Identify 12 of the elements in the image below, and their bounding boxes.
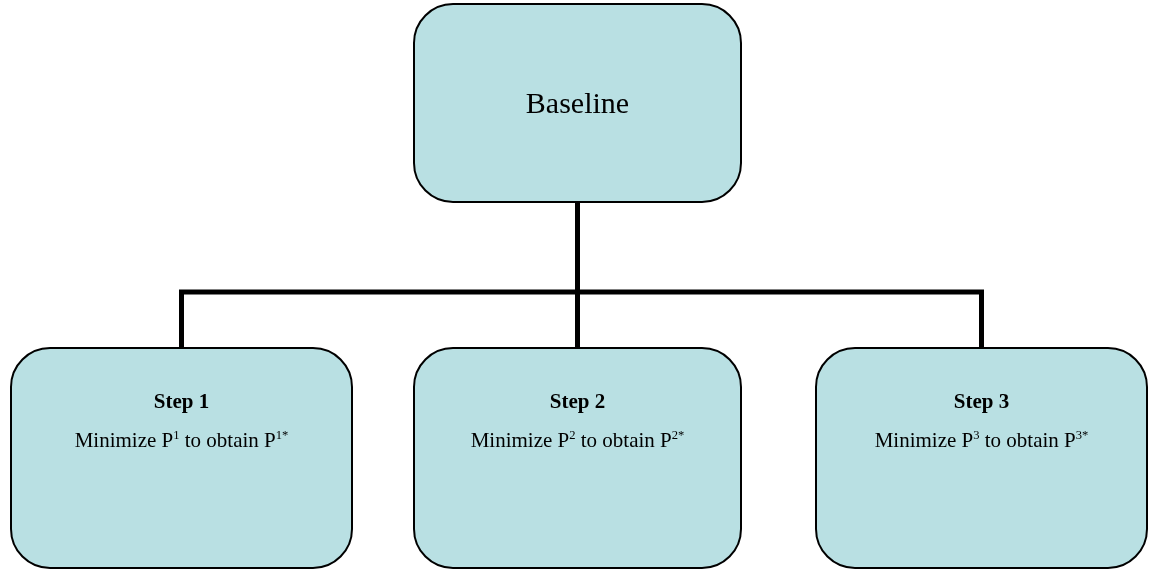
step-description: Minimize P$^{3}$ to obtain P$^{3*}$ [874, 428, 1089, 453]
rounded-box [10, 347, 353, 569]
step-description: Minimize P$^{2}$ to obtain P$^{2*}$ [470, 428, 685, 453]
rounded-box [413, 347, 742, 569]
step-description: Minimize P$^{1}$ to obtain P$^{1*}$ [74, 428, 289, 453]
rounded-box [413, 3, 742, 203]
connector-line [575, 203, 984, 347]
step-heading: Step 1 [153, 389, 210, 414]
rounded-box [815, 347, 1148, 569]
step-heading: Step 2 [549, 389, 606, 414]
box-title: Baseline [525, 86, 630, 120]
step-heading: Step 3 [953, 389, 1010, 414]
